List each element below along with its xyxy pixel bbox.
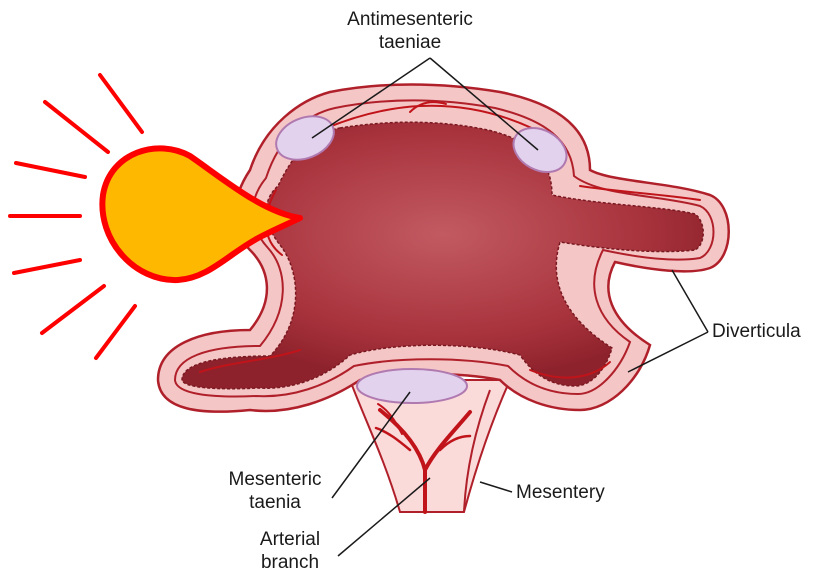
mesenteric-taenia-label: Mesenteric taenia	[200, 468, 350, 514]
sun-ray	[96, 306, 135, 358]
antimesenteric-label-line1: Antimesenteric	[320, 8, 500, 31]
mesentery-label: Mesentery	[516, 481, 605, 504]
sun-ray	[100, 75, 142, 132]
mesenteric-taenia	[357, 369, 467, 403]
mesenteric-label-line2: taenia	[200, 491, 350, 514]
arterial-label-line1: Arterial	[230, 528, 350, 551]
diverticula-label: Diverticula	[712, 320, 801, 343]
sun-ray	[14, 260, 80, 273]
sun-ray	[45, 102, 108, 152]
mesenteric-label-line1: Mesenteric	[200, 468, 350, 491]
antimesenteric-taeniae-label: Antimesenteric taeniae	[320, 8, 500, 54]
sun-ray	[42, 286, 104, 333]
leader-mesentery	[480, 482, 512, 492]
sun-burst-icon	[10, 75, 300, 358]
arterial-branch-label: Arterial branch	[230, 528, 350, 574]
arterial-label-line2: branch	[230, 551, 350, 574]
sun-ray	[16, 163, 85, 177]
leader-arterial-branch	[338, 478, 430, 556]
leader-diverticula-upper	[672, 270, 708, 332]
antimesenteric-label-line2: taeniae	[320, 31, 500, 54]
